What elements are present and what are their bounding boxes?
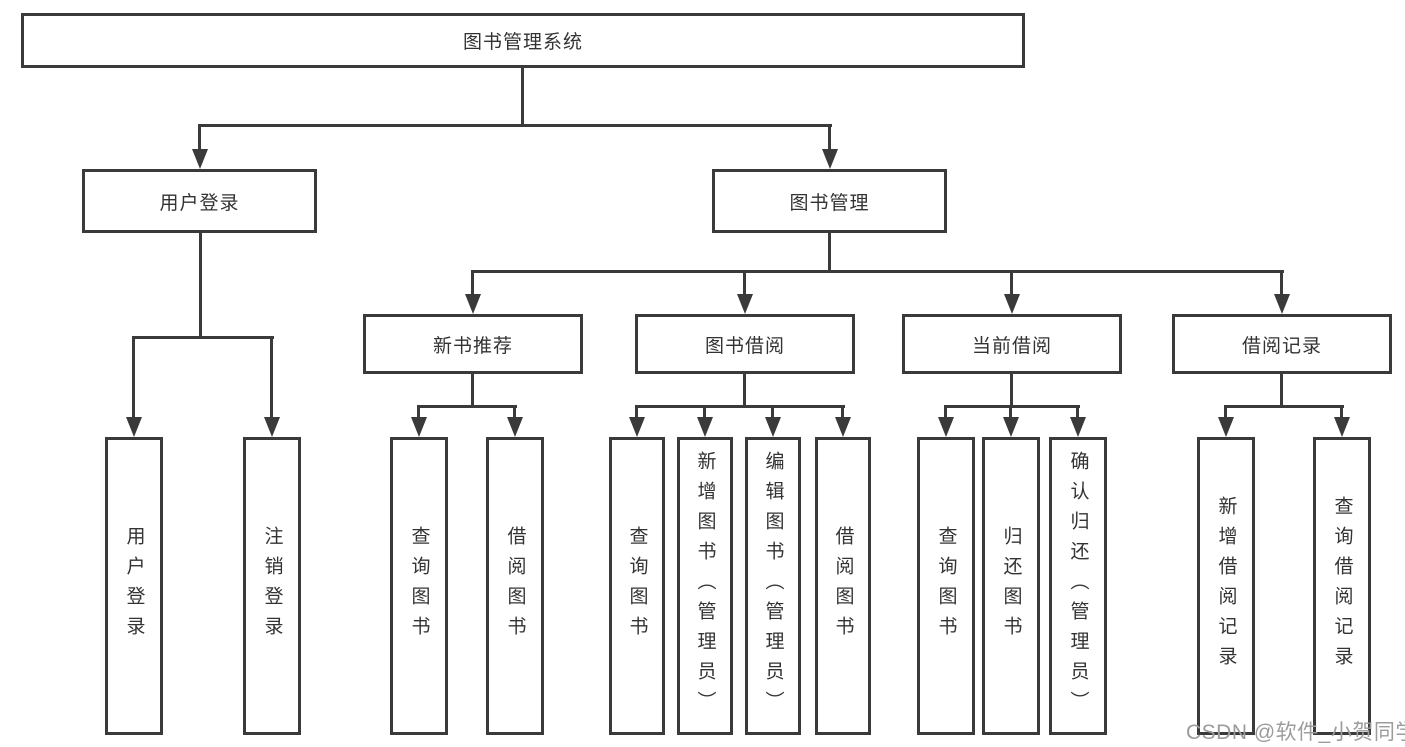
watermark: CSDN @软件_小贺同学 <box>1186 721 1405 744</box>
connector-line <box>635 405 638 420</box>
arrow-down-icon <box>264 417 280 437</box>
node-borrowing-records: 借阅记录 <box>1172 314 1392 374</box>
connector-line <box>1010 374 1013 408</box>
connector-line <box>944 405 947 420</box>
arrow-down-icon <box>1004 294 1020 314</box>
connector-line <box>417 405 517 408</box>
node-book-borrowing: 图书借阅 <box>635 314 855 374</box>
connector-line <box>471 270 474 297</box>
connector-line <box>1280 374 1283 408</box>
leaf-label: 借阅图书 <box>832 526 854 646</box>
arrow-down-icon <box>737 294 753 314</box>
leaf-label: 查询图书 <box>408 526 430 646</box>
connector-line <box>1010 270 1013 297</box>
leaf-query-books: 查询图书 <box>609 437 665 735</box>
leaf-user-login: 用户登录 <box>105 437 163 735</box>
leaf-add-borrowing-record: 新增借阅记录 <box>1197 437 1255 735</box>
leaf-label: 新增借阅记录 <box>1215 496 1237 676</box>
leaf-edit-books-admin: 编辑图书（管理员） <box>745 437 801 735</box>
leaf-add-books-admin: 新增图书（管理员） <box>677 437 733 735</box>
connector-line <box>1224 405 1344 408</box>
node-book-management: 图书管理 <box>712 169 947 233</box>
connector-line <box>471 374 474 408</box>
leaf-label: 用户登录 <box>123 526 145 646</box>
arrow-down-icon <box>1218 417 1234 437</box>
leaf-query-borrowing-record: 查询借阅记录 <box>1313 437 1371 735</box>
leaf-label: 借阅图书 <box>504 526 526 646</box>
arrow-down-icon <box>697 417 713 437</box>
leaf-confirm-return-admin: 确认归还（管理员） <box>1049 437 1107 735</box>
arrow-down-icon <box>1003 417 1019 437</box>
connector-line <box>841 405 844 420</box>
connector-line <box>635 405 845 408</box>
connector-line <box>703 405 706 420</box>
leaf-label: 查询图书 <box>935 526 957 646</box>
arrow-down-icon <box>822 149 838 169</box>
connector-line <box>828 124 831 152</box>
arrow-down-icon <box>192 149 208 169</box>
connector-line <box>198 124 832 127</box>
leaf-borrow-books: 借阅图书 <box>486 437 544 735</box>
arrow-down-icon <box>938 417 954 437</box>
connector-line <box>1280 270 1283 297</box>
leaf-label: 注销登录 <box>261 526 283 646</box>
leaf-label: 确认归还（管理员） <box>1067 451 1089 721</box>
connector-line <box>513 405 516 420</box>
connector-line <box>521 68 524 127</box>
arrow-down-icon <box>835 417 851 437</box>
arrow-down-icon <box>629 417 645 437</box>
connector-line <box>417 405 420 420</box>
arrow-down-icon <box>1274 294 1290 314</box>
leaf-query-books: 查询图书 <box>917 437 975 735</box>
connector-line <box>1224 405 1227 420</box>
arrow-down-icon <box>1334 417 1350 437</box>
leaf-label: 编辑图书（管理员） <box>762 451 784 721</box>
leaf-logout-login: 注销登录 <box>243 437 301 735</box>
connector-line <box>198 124 201 152</box>
leaf-label: 查询图书 <box>626 526 648 646</box>
arrow-down-icon <box>465 294 481 314</box>
connector-line <box>944 405 1080 408</box>
arrow-down-icon <box>507 417 523 437</box>
arrow-down-icon <box>411 417 427 437</box>
connector-line <box>132 336 274 339</box>
connector-line <box>828 233 831 273</box>
connector-line <box>132 336 135 420</box>
connector-line <box>771 405 774 420</box>
arrow-down-icon <box>126 417 142 437</box>
connector-line <box>1340 405 1343 420</box>
leaf-return-books: 归还图书 <box>982 437 1040 735</box>
leaf-borrow-books: 借阅图书 <box>815 437 871 735</box>
arrow-down-icon <box>1070 417 1086 437</box>
connector-line <box>471 270 1284 273</box>
node-current-borrowing: 当前借阅 <box>902 314 1122 374</box>
connector-line <box>199 233 202 339</box>
leaf-label: 新增图书（管理员） <box>694 451 716 721</box>
connector-line <box>743 374 746 408</box>
connector-line <box>270 336 273 420</box>
arrow-down-icon <box>765 417 781 437</box>
connector-line <box>1009 405 1012 420</box>
connector-line <box>743 270 746 297</box>
node-user-login: 用户登录 <box>82 169 317 233</box>
leaf-label: 查询借阅记录 <box>1331 496 1353 676</box>
node-library-management-system: 图书管理系统 <box>21 13 1025 68</box>
connector-line <box>1076 405 1079 420</box>
leaf-label: 归还图书 <box>1000 526 1022 646</box>
node-new-book-recommendation: 新书推荐 <box>363 314 583 374</box>
leaf-query-books: 查询图书 <box>390 437 448 735</box>
